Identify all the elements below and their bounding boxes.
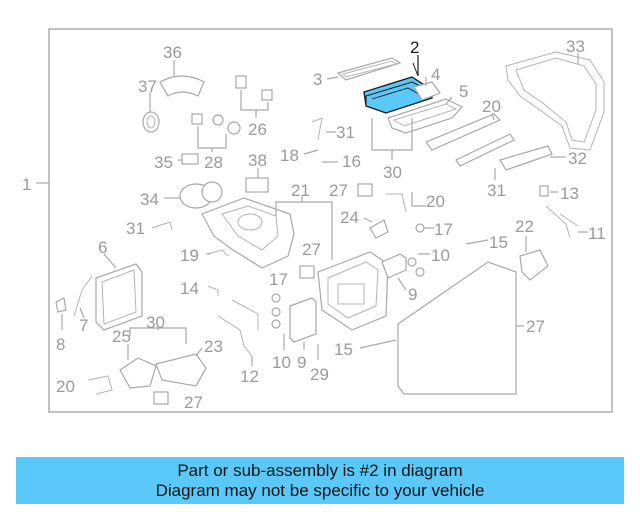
callout-10a: 10 [272,353,291,372]
callout-10b: 10 [431,246,450,265]
part-20-strip [425,112,515,167]
part-4-duct [413,77,441,101]
callout-21: 21 [291,181,310,200]
part-20-hose [87,375,113,395]
part-36-duct [159,60,205,97]
callout-7: 7 [79,316,88,335]
callout-27b: 27 [302,240,321,259]
callout-35: 35 [154,153,173,172]
part-9-filter [289,297,317,350]
callout-27a: 27 [329,181,348,200]
part-28-clips [191,113,241,152]
part-18-16-clips [303,149,338,163]
callout-20c: 20 [56,377,75,396]
callout-22: 22 [515,217,534,236]
callout-31b: 31 [487,181,506,200]
callout-33: 33 [566,37,585,56]
callout-34: 34 [140,190,159,209]
part-23-duct [155,347,207,387]
callout-2: 2 [410,38,419,57]
heater-unit-housing [317,251,389,331]
part-17-clips [271,293,281,329]
part-27-clip-lower [153,391,169,405]
part-10-right [407,253,430,277]
part-12-pipe [217,299,259,366]
callout-28: 28 [204,153,223,172]
blower-housing [201,197,295,269]
callout-15a: 15 [489,233,508,252]
callout-14: 14 [180,279,199,298]
callout-17b: 17 [269,270,288,289]
callout-19: 19 [180,246,199,265]
part-19-link [206,249,229,257]
diagram-frame [48,28,613,413]
callout-5: 5 [459,82,468,101]
leader-21 [275,201,333,260]
part-14-clip [207,285,219,296]
callout-31a: 31 [336,123,355,142]
callout-20a: 20 [482,97,501,116]
part-34-blower-motor [164,181,223,209]
part-24-link [363,217,389,239]
callout-36: 36 [163,43,182,62]
part-22-bracket [519,236,549,281]
part-32-strip [499,145,566,171]
callout-12: 12 [240,367,259,386]
part-27-clip-right [357,183,373,197]
part-11-link [545,205,588,239]
part-info-banner: Part or sub-assembly is #2 in diagram Di… [16,457,624,504]
callout-6: 6 [98,238,107,257]
callout-23: 23 [204,337,223,356]
frame-callout: 1 [22,175,31,194]
callout-31c: 31 [126,219,145,238]
callout-27c: 27 [526,317,545,336]
callout-30a: 30 [383,163,402,182]
callout-13: 13 [560,184,579,203]
callout-24: 24 [340,208,359,227]
part-27-clip-mid [299,265,315,279]
callout-3: 3 [313,70,322,89]
callout-11: 11 [588,224,606,243]
part-7-pipe [73,275,93,319]
part-6-evaporator [95,253,143,331]
part-33-frame [505,51,605,151]
callout-27d: 27 [184,393,203,412]
part-3-gasket [326,57,402,81]
callout-4: 4 [431,65,440,84]
callout-26: 26 [248,120,267,139]
part-26-clips [235,75,273,118]
part-17-right [415,223,434,233]
callout-25: 25 [112,327,131,346]
part-5-panel [387,96,463,134]
part-8-clip [55,297,67,330]
callout-8: 8 [56,335,65,354]
part-15-lower [359,339,397,349]
callout-38: 38 [248,151,267,170]
callout-9a: 9 [297,353,306,372]
banner-line-2: Diagram may not be specific to your vehi… [155,481,485,500]
part-38-actuator [245,168,269,193]
part-25-duct [119,344,157,389]
callout-29: 29 [310,365,329,384]
part-35-clip [178,153,199,165]
callout-18: 18 [280,146,299,165]
callout-32: 32 [568,149,587,168]
parts-diagram: 1 [22,28,613,413]
part-9-heater-core [381,253,407,291]
part-20-right-link [386,192,426,213]
callout-16: 16 [342,152,361,171]
part-15-right [465,239,489,245]
part-31-link-left [151,221,173,231]
callout-9b: 9 [408,285,417,304]
part-37-ring [142,92,160,133]
part-27-panel [397,261,524,395]
callout-17a: 17 [434,220,453,239]
callout-37: 37 [138,77,157,96]
callout-30b: 30 [146,313,165,332]
part-31-links [311,117,336,141]
callout-20b: 20 [426,192,445,211]
part-13-clip [539,185,558,197]
callout-15b: 15 [334,340,353,359]
banner-line-1: Part or sub-assembly is #2 in diagram [177,461,463,480]
